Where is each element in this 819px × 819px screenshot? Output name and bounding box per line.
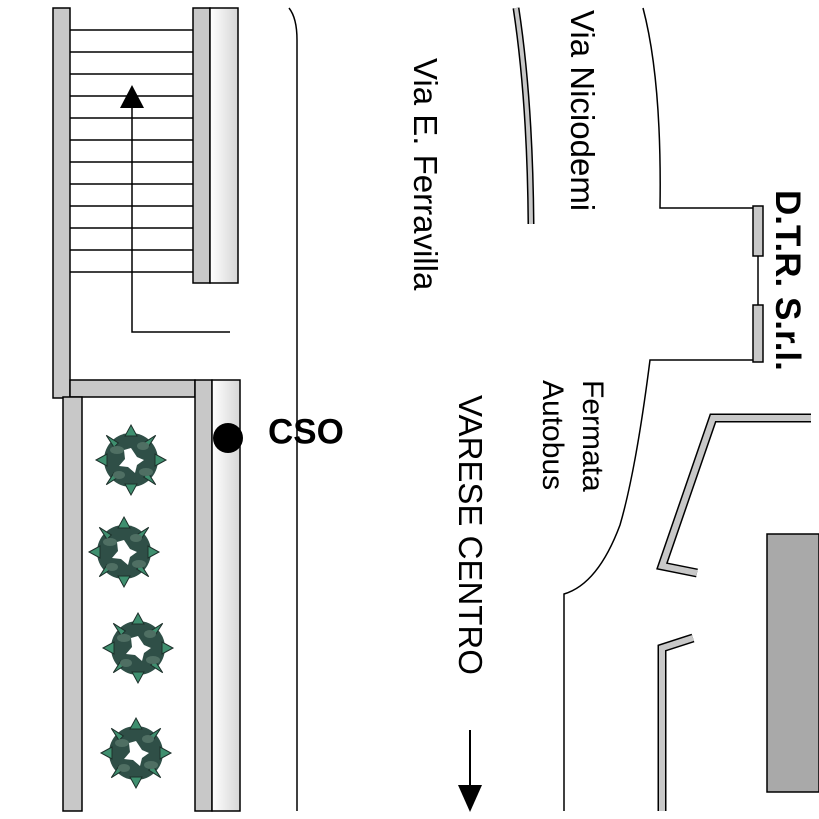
wall-segments — [656, 413, 811, 811]
bus-stop-line-1: Fermata — [576, 380, 609, 492]
dtr-building-outline — [563, 7, 764, 811]
location-dot-icon[interactable] — [213, 423, 243, 453]
company-label: D.T.R. S.r.l. — [768, 190, 807, 371]
tree-icon — [95, 424, 167, 496]
tree-icon — [88, 516, 160, 588]
staircase — [52, 7, 239, 399]
marker-label: CSO — [268, 412, 344, 451]
tree-icon — [102, 612, 174, 684]
building-block — [766, 533, 819, 793]
gate-post — [752, 304, 764, 363]
street-label-via-niciodemi: Via Niciodemi — [564, 10, 601, 211]
arrow-down-icon — [458, 730, 482, 812]
arrow-up-icon — [120, 85, 230, 333]
road-edge — [288, 7, 298, 811]
street-label-via-ferravilla: Via E. Ferravilla — [407, 58, 444, 291]
gate-post — [752, 205, 764, 257]
bus-stop-line-2: Autobus — [536, 380, 569, 490]
planter-strip — [62, 379, 241, 812]
direction-label: VARESE CENTRO — [452, 395, 489, 675]
tree-icon — [100, 717, 172, 789]
